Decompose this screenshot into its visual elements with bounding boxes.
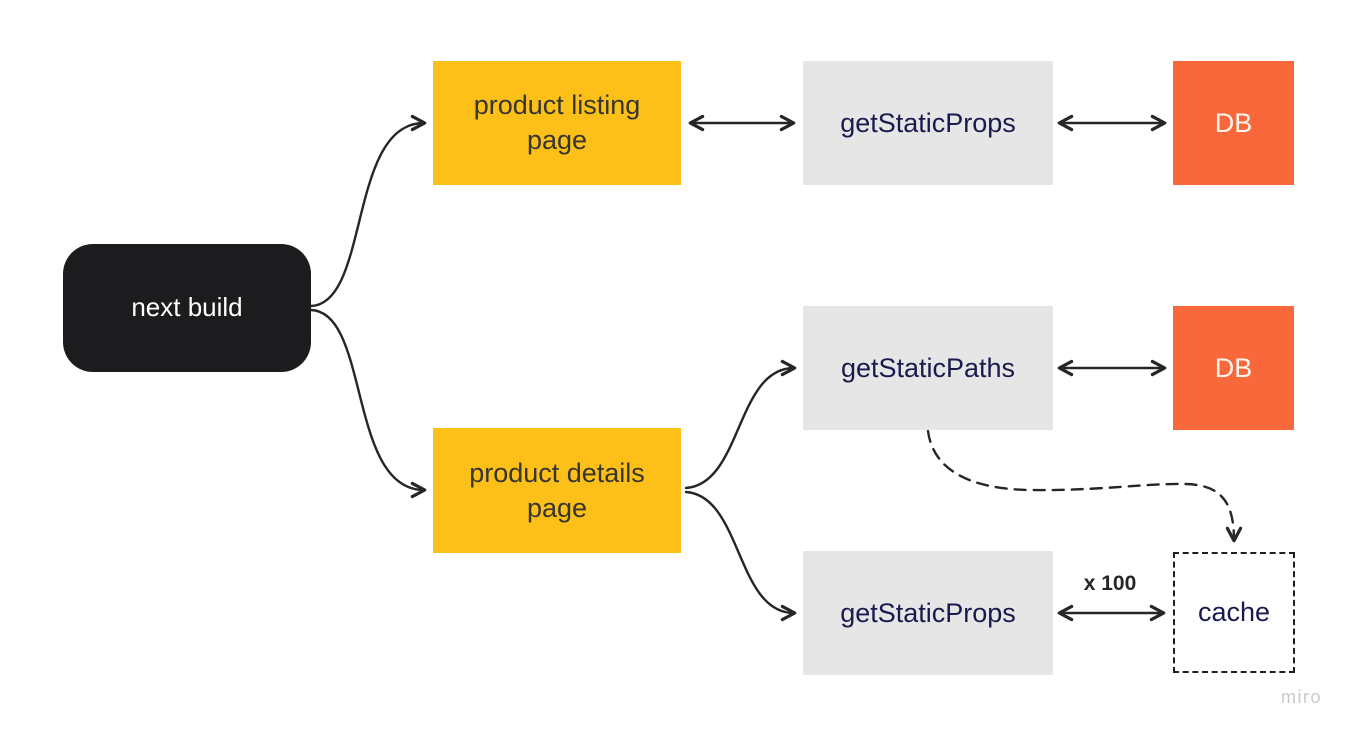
node-get-static-props-details[interactable]: getStaticProps <box>803 551 1053 675</box>
node-product-listing-page[interactable]: product listing page <box>433 61 681 185</box>
miro-watermark: miro <box>1281 687 1322 707</box>
connector-getstaticpaths-to-cache-dashed[interactable] <box>926 429 1243 543</box>
edge-label-x100: x 100 <box>1083 572 1137 595</box>
node-product-listing-page-label: product listing page <box>473 90 641 155</box>
connector-nextbuild-to-details[interactable] <box>309 308 427 499</box>
node-cache-label: cache <box>1197 597 1271 628</box>
connector-details-to-getstaticprops[interactable] <box>684 490 797 622</box>
node-get-static-props-details-label: getStaticProps <box>840 597 1016 628</box>
node-product-details-page[interactable]: product details page <box>433 428 681 553</box>
connector-details-to-getstaticpaths[interactable] <box>684 359 797 490</box>
node-get-static-props-listing-label: getStaticProps <box>840 107 1016 138</box>
node-db-listing-label: DB <box>1214 107 1253 138</box>
node-next-build-label: next build <box>131 292 243 323</box>
node-db-listing[interactable]: DB <box>1173 61 1294 185</box>
node-get-static-props-listing[interactable]: getStaticProps <box>803 61 1053 185</box>
node-get-static-paths-label: getStaticPaths <box>840 352 1016 383</box>
node-get-static-paths[interactable]: getStaticPaths <box>803 306 1053 430</box>
node-db-paths-label: DB <box>1214 352 1253 383</box>
node-cache[interactable]: cache <box>1173 552 1295 673</box>
connector-nextbuild-to-listing[interactable] <box>309 114 427 308</box>
node-db-paths[interactable]: DB <box>1173 306 1294 430</box>
node-next-build[interactable]: next build <box>63 244 311 372</box>
node-product-details-page-label: product details page <box>469 457 645 523</box>
